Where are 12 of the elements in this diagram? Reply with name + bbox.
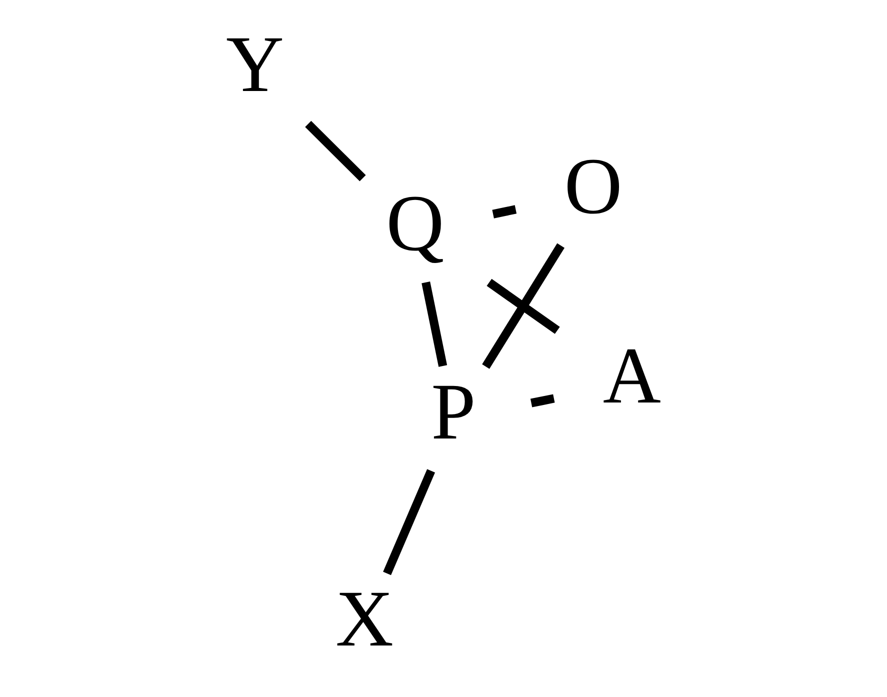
connector	[383, 469, 436, 576]
connector	[492, 205, 517, 218]
node-text: A	[602, 332, 662, 421]
connector	[422, 282, 448, 367]
connector	[482, 243, 565, 369]
connector	[305, 120, 366, 182]
connector	[530, 394, 555, 408]
node-text: P	[431, 367, 476, 456]
node-text: Q	[386, 179, 444, 268]
node-text: X	[336, 574, 394, 664]
node-text: Y	[226, 20, 284, 110]
node-text: O	[564, 142, 622, 232]
